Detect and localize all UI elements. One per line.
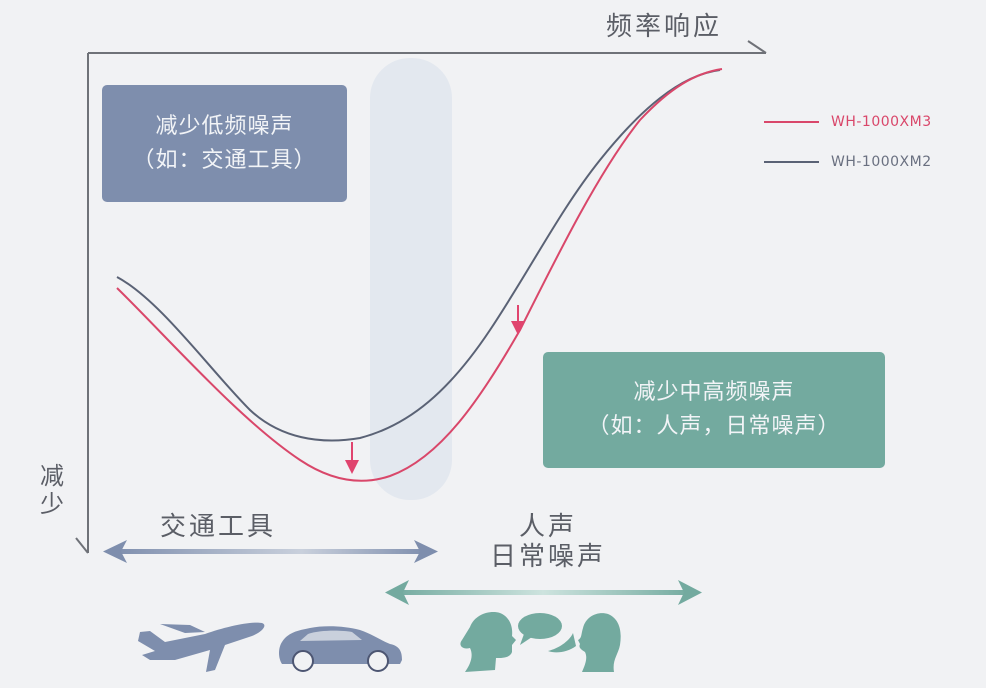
mid-high-frequency-callout: 减少中高频噪声 （如：人声，日常噪声） [543, 352, 885, 468]
legend-swatch-wh1000xm2 [764, 161, 819, 163]
curve-wh1000xm2 [116, 69, 721, 442]
chart-legend: WH-1000XM3 WH-1000XM2 [764, 102, 932, 182]
low-callout-line2: （如：交通工具） [132, 147, 317, 173]
high-range-label-line2: 日常噪声 [489, 542, 606, 572]
high-range-label-line1: 人声 [518, 512, 577, 542]
low-callout-line1: 减少低频噪声 [155, 113, 294, 139]
low-frequency-callout: 减少低频噪声 （如：交通工具） [102, 85, 347, 202]
low-frequency-range-arrow [103, 540, 438, 563]
legend-item-wh1000xm2: WH-1000XM2 [764, 142, 932, 182]
legend-item-wh1000xm3: WH-1000XM3 [764, 102, 932, 142]
arrow-down-icon [345, 442, 359, 474]
y-axis-label: 减少 [40, 462, 66, 518]
airplane-icon [138, 622, 265, 672]
legend-label: WH-1000XM3 [831, 114, 932, 130]
arrow-down-icon [511, 305, 525, 335]
low-range-label: 交通工具 [160, 512, 277, 542]
axes [75, 40, 767, 554]
mid-high-frequency-range-arrow [385, 580, 702, 605]
curve-wh1000xm3 [116, 68, 723, 482]
highlight-band [370, 58, 452, 500]
legend-swatch-wh1000xm3 [764, 121, 819, 123]
car-icon [279, 626, 402, 672]
high-range-label: 人声 日常噪声 [478, 512, 618, 572]
people-talking-icon [460, 612, 621, 672]
high-callout-line1: 减少中高频噪声 [633, 380, 795, 405]
legend-label: WH-1000XM2 [831, 154, 932, 170]
chart-title: 频率响应 [606, 12, 723, 42]
high-callout-line2: （如：人声，日常噪声） [587, 414, 841, 439]
